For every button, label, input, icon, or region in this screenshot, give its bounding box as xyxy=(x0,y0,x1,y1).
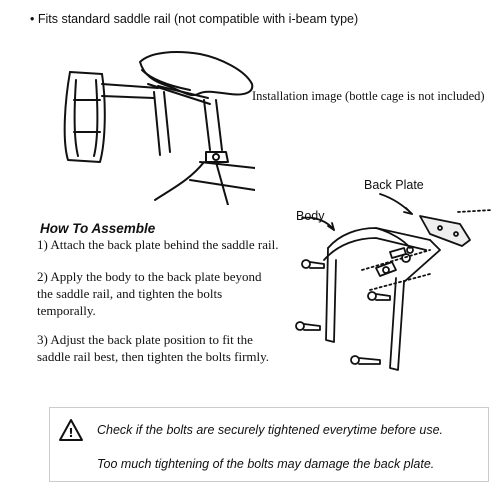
warning-text-2: Too much tightening of the bolts may dam… xyxy=(97,457,435,471)
assemble-title: How To Assemble xyxy=(40,221,156,236)
fit-note: • Fits standard saddle rail (not compati… xyxy=(30,12,359,26)
saddle-installation-illustration xyxy=(63,51,255,205)
step-1-text: 1) Attach the back plate behind the sadd… xyxy=(37,237,279,252)
step-3-text: 3) Adjust the back plate position to fit… xyxy=(37,332,270,364)
installation-caption: Installation image (bottle cage is not i… xyxy=(252,89,485,103)
warning-triangle-icon: ! xyxy=(59,419,83,441)
warning-box xyxy=(49,407,489,482)
warning-text-1: Check if the bolts are securely tightene… xyxy=(97,423,444,437)
svg-text:!: ! xyxy=(68,426,73,440)
back-plate-label: Back Plate xyxy=(364,178,424,192)
parts-exploded-illustration xyxy=(295,193,493,371)
step-2-text: 2) Apply the body to the back plate beyo… xyxy=(37,269,262,318)
